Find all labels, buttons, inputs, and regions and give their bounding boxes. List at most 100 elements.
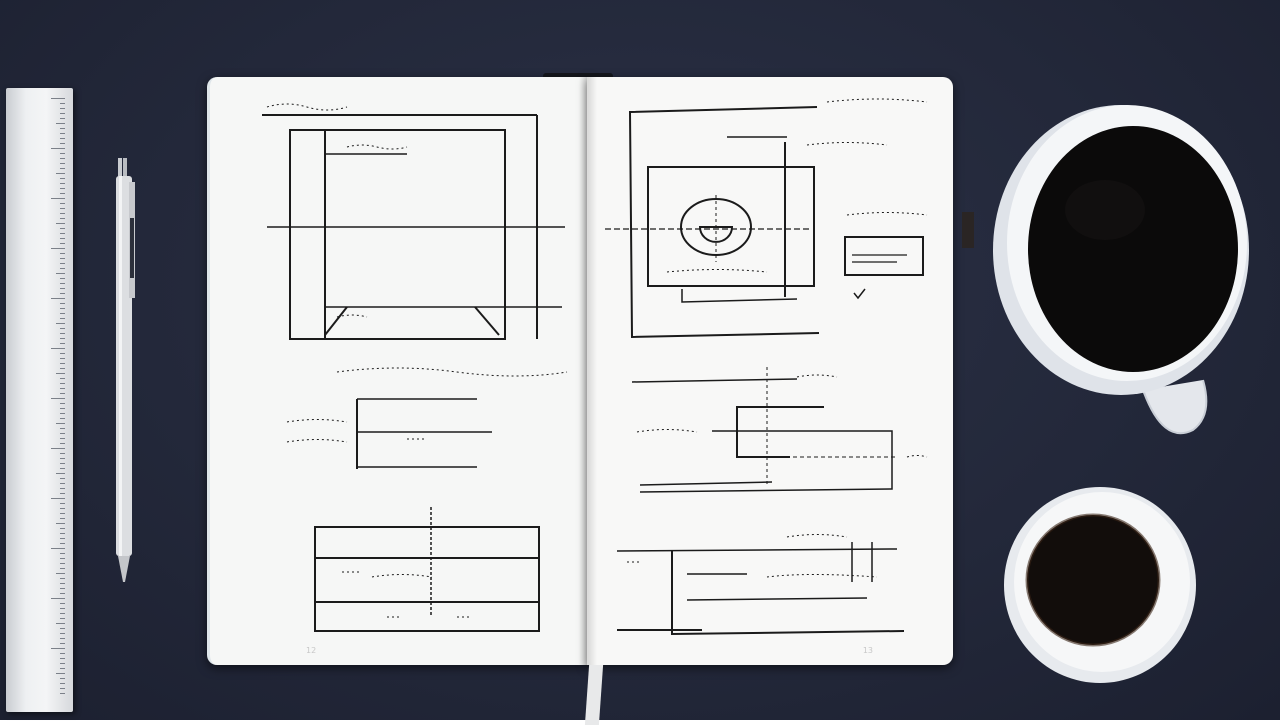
ruler-tick <box>60 378 65 379</box>
ruler-tick <box>60 568 65 569</box>
notebook-tab <box>962 212 974 248</box>
ruler-tick <box>60 133 65 134</box>
left-top-diagram <box>262 103 568 377</box>
ruler-tick <box>60 338 65 339</box>
ruler-tick <box>60 208 65 209</box>
ruler-tick <box>51 648 65 649</box>
ruler-tick <box>56 273 65 274</box>
ruler-tick <box>51 548 65 549</box>
ruler-tick <box>60 308 65 309</box>
ruler-tick <box>60 433 65 434</box>
ruler-tick <box>60 293 65 294</box>
ruler-tick <box>60 318 65 319</box>
ruler-tick <box>60 113 65 114</box>
ruler-tick <box>51 348 65 349</box>
ruler-tick <box>60 413 65 414</box>
ruler-tick <box>56 473 65 474</box>
ruler-tick <box>60 613 65 614</box>
ruler-tick <box>51 98 65 99</box>
ruler-tick <box>51 248 65 249</box>
espresso-cup <box>1004 487 1196 683</box>
ruler-tick <box>60 278 65 279</box>
ruler-tick <box>60 188 65 189</box>
ruler-tick <box>60 518 65 519</box>
ruler-tick <box>60 693 65 694</box>
ruler-tick <box>51 298 65 299</box>
ruler-tick <box>60 543 65 544</box>
ruler-tick <box>56 573 65 574</box>
left-bottom-diagram <box>314 507 540 632</box>
ruler-tick <box>60 228 65 229</box>
notebook-elastic <box>543 73 613 79</box>
coffee-mug <box>993 105 1249 435</box>
right-top-diagram <box>605 98 928 339</box>
sketch-drawings <box>262 98 928 636</box>
ruler-tick <box>56 223 65 224</box>
ruler-tick <box>60 408 65 409</box>
ruler-tick <box>60 143 65 144</box>
ruler-tick <box>60 343 65 344</box>
ruler-tick <box>60 583 65 584</box>
ruler-tick <box>60 588 65 589</box>
ruler-tick <box>60 638 65 639</box>
left-middle-diagram <box>286 398 492 469</box>
ruler-tick <box>56 173 65 174</box>
ruler-tick <box>60 443 65 444</box>
ruler-tick <box>56 423 65 424</box>
ruler-tick <box>60 393 65 394</box>
ruler-tick <box>60 418 65 419</box>
pen <box>116 158 135 582</box>
ruler-tick <box>60 663 65 664</box>
ruler-tick <box>60 233 65 234</box>
ruler-tick <box>60 358 65 359</box>
ruler-tick <box>60 268 65 269</box>
ruler-tick <box>60 163 65 164</box>
ruler-tick <box>60 653 65 654</box>
ruler-tick <box>60 328 65 329</box>
ruler-tick <box>60 533 65 534</box>
ruler-tick <box>60 128 65 129</box>
ruler-tick <box>60 558 65 559</box>
ruler-tick <box>60 458 65 459</box>
ruler-tick <box>60 138 65 139</box>
ruler-tick <box>60 168 65 169</box>
ruler-tick <box>60 103 65 104</box>
ruler-tick <box>60 553 65 554</box>
ruler-tick <box>60 303 65 304</box>
ruler-tick <box>60 178 65 179</box>
ruler-tick <box>60 493 65 494</box>
ruler-tick <box>60 238 65 239</box>
ruler-tick <box>56 673 65 674</box>
ruler-tick <box>60 368 65 369</box>
ruler-tick <box>60 528 65 529</box>
ruler-tick <box>60 563 65 564</box>
ruler-tick <box>60 313 65 314</box>
ruler-tick <box>60 363 65 364</box>
ruler-tick <box>60 183 65 184</box>
ruler-tick <box>60 658 65 659</box>
ruler-tick <box>60 688 65 689</box>
ruler-tick <box>60 218 65 219</box>
ruler-tick <box>60 263 65 264</box>
ruler-tick <box>60 383 65 384</box>
ruler-tick <box>60 503 65 504</box>
ruler-tick <box>60 603 65 604</box>
ruler-tick <box>60 153 65 154</box>
ruler-tick <box>56 373 65 374</box>
ruler-tick <box>60 578 65 579</box>
ruler-tick <box>60 158 65 159</box>
ruler-tick <box>60 608 65 609</box>
ruler-tick <box>51 398 65 399</box>
ruler-tick <box>60 243 65 244</box>
notebook: 12 13 <box>207 73 953 725</box>
ruler-tick <box>56 323 65 324</box>
ruler <box>6 88 73 712</box>
ruler-tick <box>60 403 65 404</box>
ruler-tick <box>60 488 65 489</box>
ruler-tick <box>60 643 65 644</box>
ruler-tick <box>60 508 65 509</box>
ruler-tick <box>60 428 65 429</box>
ruler-tick <box>60 513 65 514</box>
ruler-tick <box>56 623 65 624</box>
